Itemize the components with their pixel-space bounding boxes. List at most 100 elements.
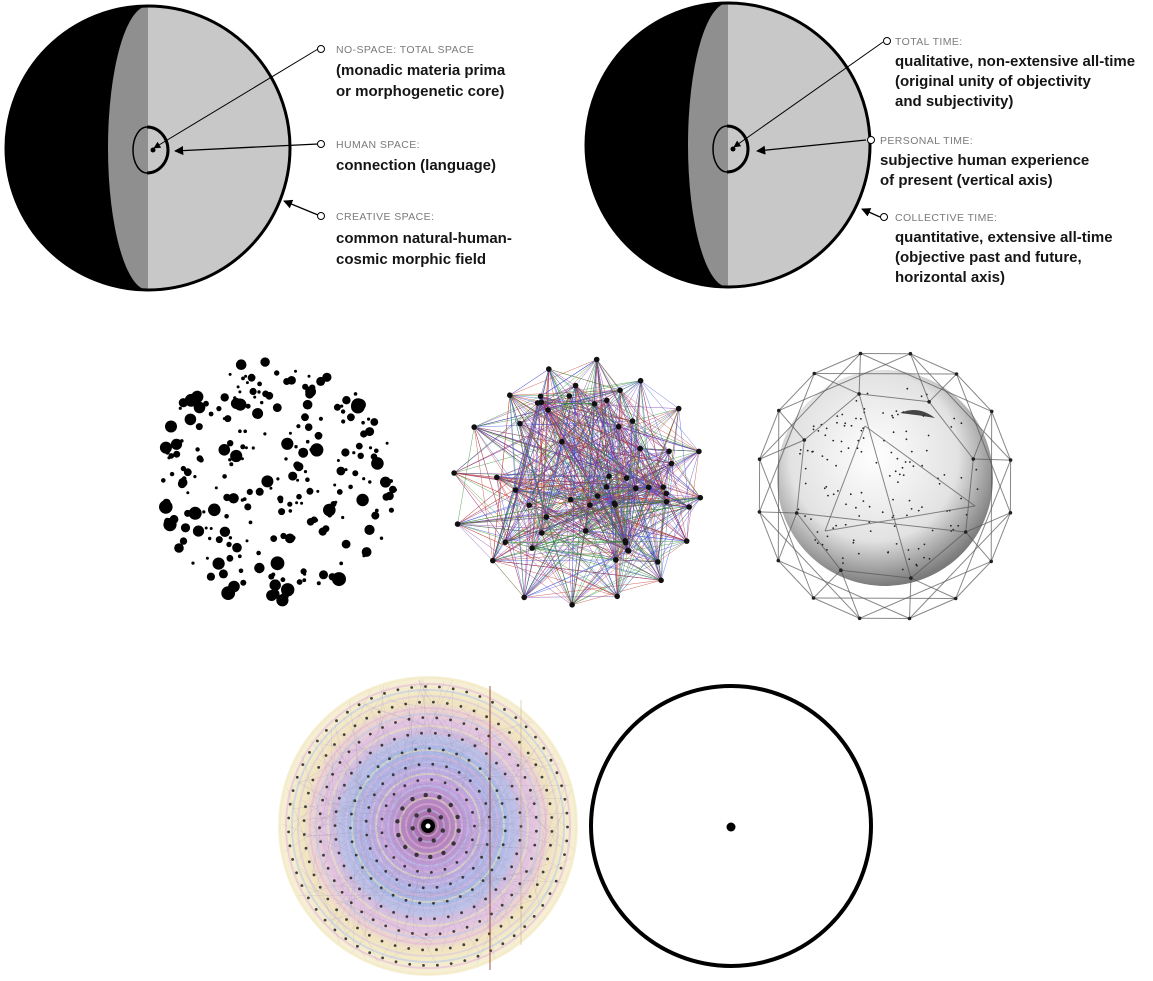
rainbow-edge: [504, 842, 536, 888]
rainbow-node: [311, 778, 315, 782]
graph-edge: [509, 395, 543, 534]
rainbow-ring: [285, 683, 571, 969]
rainbow-edge: [412, 681, 445, 794]
rainbow-node: [499, 924, 503, 928]
rainbow-edge: [476, 834, 530, 965]
rainbow-edge: [409, 711, 426, 905]
rainbow-node: [384, 844, 388, 848]
rainbow-node: [291, 858, 294, 861]
graph-edge: [657, 540, 687, 563]
rainbow-edge: [436, 863, 548, 899]
field-dot: [238, 568, 244, 574]
rainbow-node: [510, 784, 514, 788]
speck: [860, 418, 862, 420]
rainbow-edge: [348, 798, 565, 802]
rainbow-edge: [448, 737, 508, 837]
rainbow-node: [370, 697, 373, 700]
field-dot: [348, 484, 353, 490]
speck: [825, 485, 828, 488]
speck: [875, 461, 878, 464]
rainbow-node: [447, 734, 451, 737]
graph-edge: [561, 441, 615, 504]
center-node-core: [425, 823, 431, 829]
graph-edge: [541, 532, 662, 581]
rainbow-edge: [333, 733, 384, 772]
rainbow-node: [318, 826, 321, 830]
graph-edge: [529, 390, 621, 506]
rainbow-node: [501, 942, 505, 946]
rainbow-node: [471, 888, 474, 891]
field-dot: [252, 408, 264, 419]
graph-edge: [571, 550, 629, 605]
polyhedron-edge: [758, 511, 779, 561]
rainbow-ring: [297, 695, 559, 957]
rainbow-node: [383, 692, 386, 695]
rainbow-node: [396, 688, 400, 692]
field-dot: [216, 406, 222, 412]
rainbow-node: [490, 868, 494, 872]
graph-edge: [474, 385, 576, 428]
rainbow-node: [308, 751, 311, 754]
field-dot: [339, 561, 344, 566]
rainbow-node: [325, 785, 329, 789]
rainbow-node: [523, 776, 527, 779]
rainbow-node: [445, 702, 449, 705]
rainbow-node: [361, 866, 364, 869]
field-dot: [371, 457, 384, 470]
rainbow-edge: [337, 691, 454, 895]
field-dot: [283, 378, 291, 385]
speck: [842, 562, 844, 564]
speck: [841, 413, 844, 416]
rainbow-edge: [316, 788, 427, 859]
graph-edge: [596, 359, 610, 477]
graph-edge: [608, 451, 699, 477]
field-dot: [269, 486, 273, 490]
field-dot: [370, 418, 379, 426]
rainbow-edge: [283, 749, 439, 853]
rainbow-node: [510, 916, 514, 919]
rainbow-edge: [335, 746, 440, 909]
rainbow-node: [532, 915, 536, 918]
rainbow-node: [515, 852, 519, 856]
speck: [927, 434, 930, 437]
graph-edge: [640, 380, 679, 409]
rainbow-node: [411, 932, 414, 935]
field-dot: [196, 409, 200, 413]
rainbow-node: [510, 865, 513, 869]
field-dot: [212, 557, 225, 570]
field-dot: [278, 508, 286, 516]
polyhedron-edge: [759, 459, 814, 599]
graph-node: [507, 392, 513, 399]
sphere-outline: [584, 1, 872, 289]
rainbow-node: [368, 897, 372, 900]
graph-edge: [515, 490, 533, 549]
rainbow-node: [380, 817, 384, 821]
graph-edge: [596, 359, 615, 504]
graph-edge: [473, 427, 525, 598]
label-creative-space-line-1: common natural-human-: [336, 230, 512, 247]
rainbow-node: [471, 866, 475, 870]
field-dot: [276, 594, 289, 607]
field-dot: [244, 374, 248, 378]
graph-node: [502, 539, 509, 546]
label-total-time-caption: TOTAL TIME:: [895, 36, 963, 48]
rainbow-node: [495, 761, 498, 765]
rainbow-node: [304, 805, 307, 809]
leader-human-space: [174, 143, 319, 156]
rainbow-node: [463, 959, 467, 962]
graph-edge: [515, 489, 590, 506]
rainbow-node: [452, 930, 456, 933]
graph-node: [615, 423, 622, 430]
rainbow-node: [301, 763, 305, 766]
graph-node: [655, 559, 661, 565]
rainbow-edge: [379, 751, 471, 767]
field-dot: [380, 476, 391, 488]
speck: [824, 434, 827, 437]
rainbow-node: [484, 752, 488, 755]
rainbow-node: [480, 855, 483, 859]
rainbow-edge: [530, 869, 540, 905]
field-dot: [365, 427, 375, 437]
rainbow-node: [451, 687, 455, 691]
field-dot: [170, 438, 183, 450]
graph-node: [604, 397, 610, 404]
